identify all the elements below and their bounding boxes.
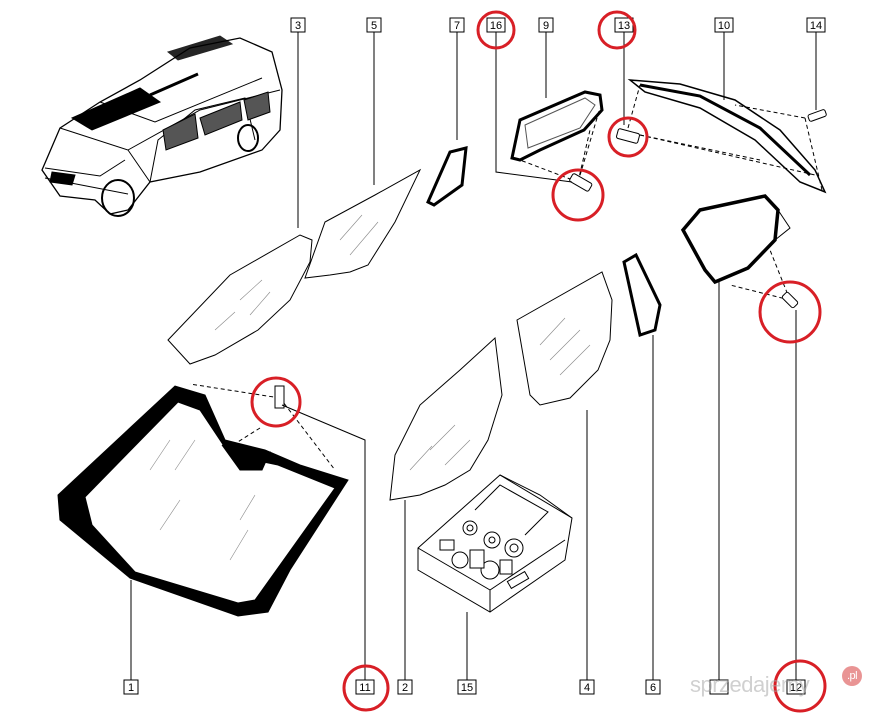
front-door-glass-3 — [167, 234, 313, 365]
car-illustration — [41, 35, 283, 217]
rear-side-glass-9 — [510, 90, 604, 162]
rear-quarter-arrows — [729, 249, 791, 301]
highlight-circle-pad-16 — [551, 168, 605, 222]
label-11: 11 — [359, 682, 370, 694]
pad-16 — [569, 173, 593, 192]
highlight-circle-pad-12 — [758, 280, 822, 344]
label-15: 15 — [461, 682, 473, 694]
pad-13 — [616, 128, 640, 144]
highlight-circle-pad-13 — [607, 116, 649, 158]
fixed-glass-6 — [622, 252, 662, 337]
rear-door-glass-4 — [516, 271, 613, 406]
label-14: 14 — [810, 20, 822, 32]
watermark-dot: .pl — [842, 666, 862, 686]
label-2: 2 — [402, 682, 408, 694]
front-door-glass-2 — [389, 336, 503, 501]
windshield — [57, 385, 349, 617]
label-1: 1 — [128, 682, 134, 694]
label-12: 12 — [790, 682, 802, 694]
pad-14 — [807, 109, 827, 122]
label-3: 3 — [295, 20, 301, 32]
highlight-circle-11 — [342, 664, 390, 712]
label-5: 5 — [371, 20, 377, 32]
label-4: 4 — [584, 682, 590, 694]
sensor-pad-11 — [274, 385, 285, 409]
highlight-circle-16 — [476, 10, 516, 50]
rear-door-glass-5 — [304, 168, 422, 279]
label-10: 10 — [718, 20, 730, 32]
highlight-circle-pad-11 — [250, 376, 302, 428]
label-6: 6 — [650, 682, 656, 694]
windshield-arrows — [189, 383, 336, 471]
rear-window-10 — [627, 79, 827, 194]
rear-window-arrows — [519, 84, 823, 191]
label-13: 13 — [618, 20, 630, 32]
label-9: 9 — [543, 20, 549, 32]
pad-12 — [781, 291, 799, 309]
highlight-circle-12 — [773, 659, 827, 713]
highlight-circles — [250, 10, 827, 713]
label-16: 16 — [490, 20, 502, 32]
highlight-circle-13 — [597, 10, 637, 50]
installation-kit-15 — [417, 474, 573, 613]
quarter-glass-7 — [426, 146, 468, 207]
watermark-text: sprzedajemy — [690, 672, 810, 697]
watermark: sprzedajemy .pl — [690, 666, 862, 698]
rear-quarter-glass-12 — [680, 194, 791, 285]
label-7: 7 — [454, 20, 460, 32]
